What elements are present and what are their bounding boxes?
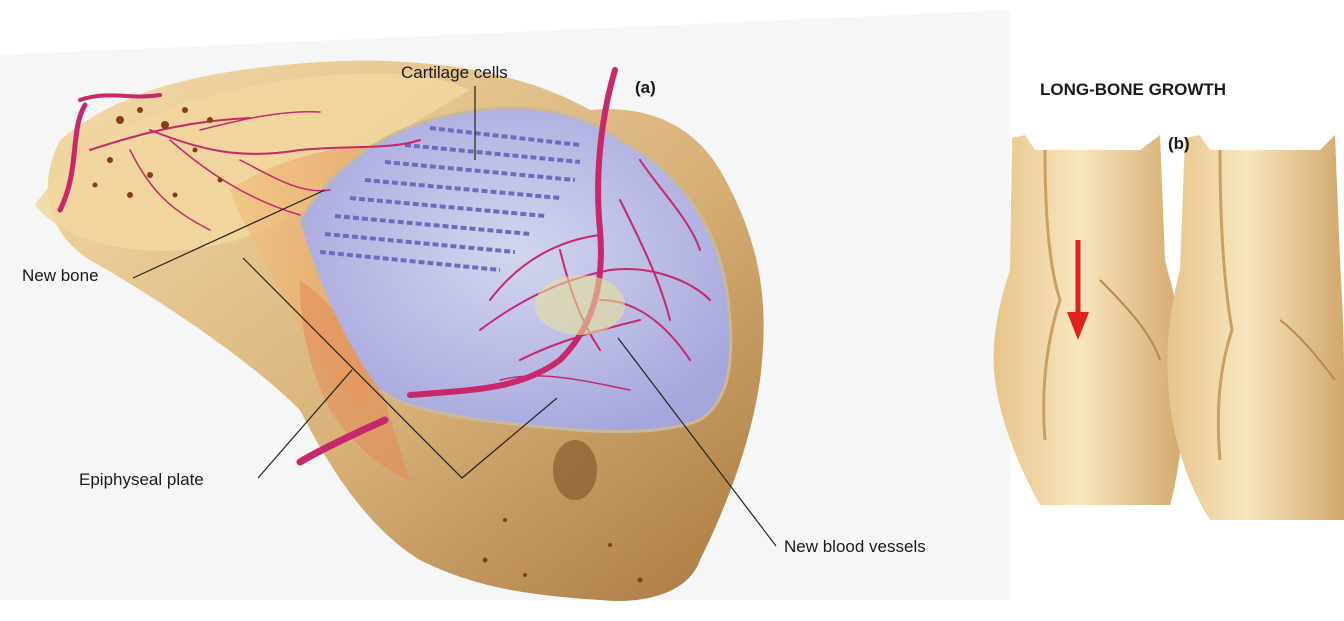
long-bone-before: [994, 135, 1185, 505]
new-blood-vessels-label: New blood vessels: [784, 537, 926, 557]
new-bone-label: New bone: [22, 266, 99, 286]
bone-dimple: [553, 440, 597, 500]
panel-b-label: (b): [1168, 134, 1190, 154]
panel-a-label: (a): [635, 78, 656, 98]
cartilage-cells-label: Cartilage cells: [401, 63, 508, 83]
ossification-center: [535, 275, 625, 335]
long-bone-growth-title: LONG-BONE GROWTH: [1040, 80, 1226, 100]
long-bone-after: [1167, 135, 1344, 520]
epiphyseal-plate-label: Epiphyseal plate: [79, 470, 204, 490]
bone-after-shape: [1167, 135, 1344, 520]
bone-before-shape: [994, 135, 1185, 505]
